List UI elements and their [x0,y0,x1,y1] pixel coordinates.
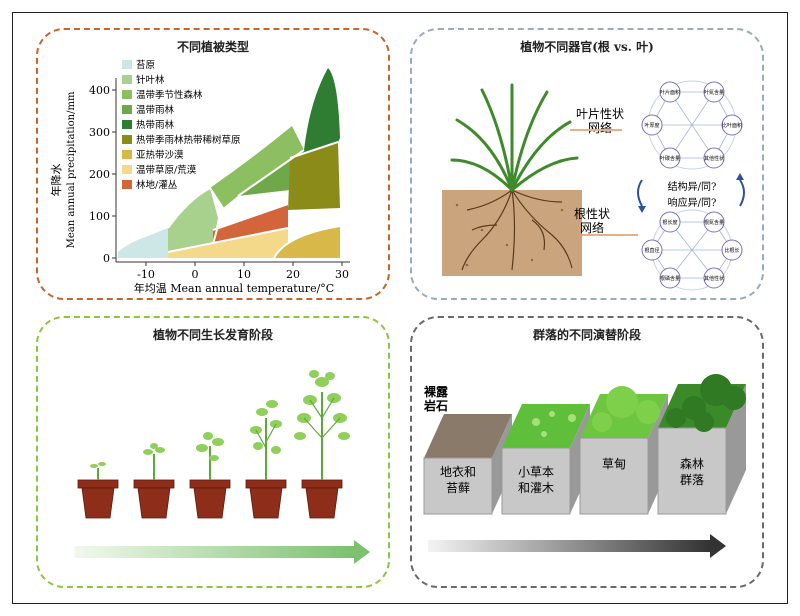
growth-title: 植物不同生长发育阶段 [152,328,273,342]
forest-label: 群落 [680,473,704,487]
legend-label: 温带雨林 [136,104,175,116]
succession-panel: 群落的不同演替阶段 [410,316,764,588]
succession-arrow [428,540,710,552]
y-axis-label-cn: 年降水 [49,164,63,197]
root-node-label: 其他性状 [704,275,724,282]
root-network: 根长度 根氮含量 根直径 比根长 根磷含量 其他性状 [641,209,743,291]
organ-network-diagram: 叶片性状 网络 根性状 网络 叶片面积 叶氮含量 比叶面积 叶厚度 [442,80,745,291]
biome-conifer [168,188,218,252]
meadow-label: 草甸 [602,457,626,471]
legend-label: 针叶林 [136,74,165,86]
pots [77,479,343,519]
meadow-shrubs [592,386,660,432]
organs-panel: 植物不同器官(根 vs. 叶) 叶片性状 网 [410,28,764,300]
x-tick: 30 [335,268,349,281]
leaf-network-label: 网络 [588,120,612,135]
leaf-node-label: 其他性状 [704,155,724,162]
biome-subtropical-desert [274,226,340,258]
legend-label: 热带季雨林热带稀树草原 [136,134,241,146]
herb-shrub-label: 和灌木 [518,481,554,495]
biome-tundra [118,228,168,258]
legend-label: 亚热带沙漠 [136,149,184,161]
biome-woodland [213,204,288,244]
y-axis-label-en: Mean annual precipitation/mm [66,91,77,248]
leaf-network: 叶片面积 叶氮含量 比叶面积 叶厚度 叶碳含量 其他性状 [641,80,743,170]
succession-illustration: 裸露 岩石 地衣和 苔藓 小草本 和灌木 草甸 森林 群落 [423,374,746,558]
figure-frame [12,12,788,604]
forest-trees [666,374,746,432]
biome-temperate-forest [210,126,304,208]
root-node-label: 比根长 [724,247,739,254]
vegetation-title: 不同植被类型 [176,40,249,54]
growth-arrow [74,546,354,558]
x-tick: 20 [286,268,300,281]
x-axis-label: 年均温 Mean annual temperature/°C [134,281,334,295]
y-tick: 400 [89,84,110,97]
y-tick: 300 [89,126,110,139]
herb-shrub-label: 小草本 [518,465,554,479]
small-herbs [532,411,576,437]
x-tick: -10 [137,268,155,281]
biome-tropical-seasonal [288,142,340,210]
root-network-label: 网络 [580,220,604,235]
root-node-label: 根长度 [662,219,677,226]
legend-label: 温带草原/荒漠 [136,164,197,176]
biome-tropical-rain [290,68,340,158]
leaves [90,370,350,468]
grass-leaves [450,83,579,192]
x-tick: 10 [237,268,251,281]
leaf-node-label: 叶氮含量 [704,89,724,96]
vegetation-panel: 不同植被类型 0 100 200 300 400 -10 [36,28,390,300]
lichen-moss-label: 地衣和 [440,464,476,479]
x-tick: 0 [192,268,199,281]
root-network-label: 根性状 [574,207,610,221]
root-node-label: 根磷含量 [660,275,680,282]
bare-rock-label: 岩石 [423,398,448,413]
succession-title: 群落的不同演替阶段 [532,328,641,342]
leaf-node-label: 叶厚度 [644,122,659,129]
growth-stages-illustration [74,370,370,564]
legend-label: 热带雨林 [136,119,175,131]
root-node-label: 根氮含量 [704,219,724,226]
structure-question: 结构异/同? [668,180,717,193]
legend-label: 温带季节性森林 [136,89,203,101]
forest-label: 森林 [680,456,704,471]
biome-diagram: 0 100 200 300 400 -10 0 10 20 30 年均温 Mea… [49,59,350,295]
response-question: 响应异/同? [668,196,717,209]
bare-rock-label: 裸露 [424,384,449,399]
growth-panel: 植物不同生长发育阶段 [36,316,390,588]
soil [442,190,582,276]
leaf-node-label: 叶片面积 [660,89,680,96]
y-tick: 100 [89,210,110,223]
y-tick: 200 [89,168,110,181]
stems [97,392,323,480]
legend-label: 林地/灌丛 [136,179,178,191]
legend-label: 苔原 [136,59,155,71]
roots [461,189,573,271]
lichen-moss-label: 苔藓 [446,481,470,495]
organs-title: 植物不同器官(根 vs. 叶) [520,40,654,54]
legend: 苔原 针叶林 温带季节性森林 温带雨林 热带雨林 热带季雨林热带稀树草原 亚热带… [122,59,241,191]
biome-grassland [168,228,288,258]
leaf-node-label: 比叶面积 [722,122,742,129]
y-tick: 0 [103,252,110,265]
leaf-network-label: 叶片性状 [576,107,624,121]
root-node-label: 根直径 [644,247,659,254]
leaf-node-label: 叶碳含量 [660,155,680,162]
